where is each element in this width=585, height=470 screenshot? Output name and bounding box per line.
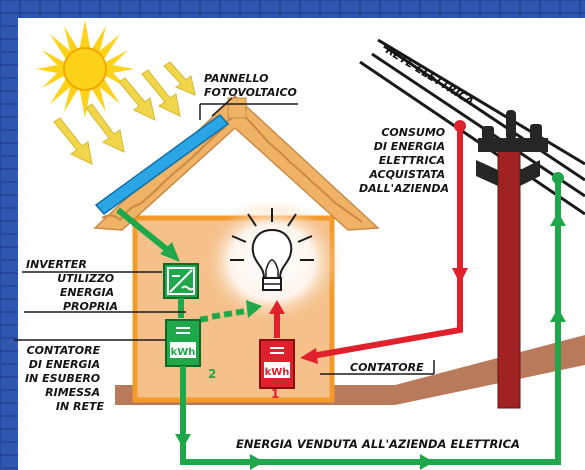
meter-green-number: 2 — [208, 367, 216, 381]
meter-red-unit: kWh — [265, 367, 290, 378]
meter-green: kWh — [165, 319, 201, 367]
sun-icon — [36, 20, 134, 118]
meter-green-unit: kWh — [171, 347, 196, 358]
light-bulb-icon — [230, 208, 314, 291]
flow-panel-to-inverter — [116, 207, 172, 255]
label-self-use: UTILIZZO ENERGIA PROPRIA — [57, 272, 118, 313]
leader-lines — [14, 103, 435, 375]
label-inverter: INVERTER — [26, 258, 87, 271]
meter-red-number: 1 — [271, 387, 279, 401]
inverter-box — [163, 263, 199, 299]
flow-self-consumption — [199, 300, 262, 323]
label-energy-sold: ENERGIA VENDUTA ALL'AZIENDA ELETTRICA — [236, 437, 520, 451]
sun-rays — [53, 61, 196, 165]
utility-pole — [476, 110, 548, 409]
power-lines — [359, 38, 585, 216]
label-consumption: CONSUMO DI ENERGIA ELETTRICA ACQUISTATA … — [359, 126, 449, 195]
flow-grid-purchase — [300, 120, 468, 364]
label-surplus-meter: CONTATORE DI ENERGIA IN ESUBERO RIMESSA … — [25, 344, 105, 413]
label-panel: PANNELLO FOTOVOLTAICO — [204, 72, 297, 99]
flow-energy-sold — [175, 172, 566, 470]
label-meter: CONTATORE — [350, 361, 424, 374]
meter-red: kWh — [259, 339, 295, 389]
photovoltaic-panel — [94, 97, 233, 216]
